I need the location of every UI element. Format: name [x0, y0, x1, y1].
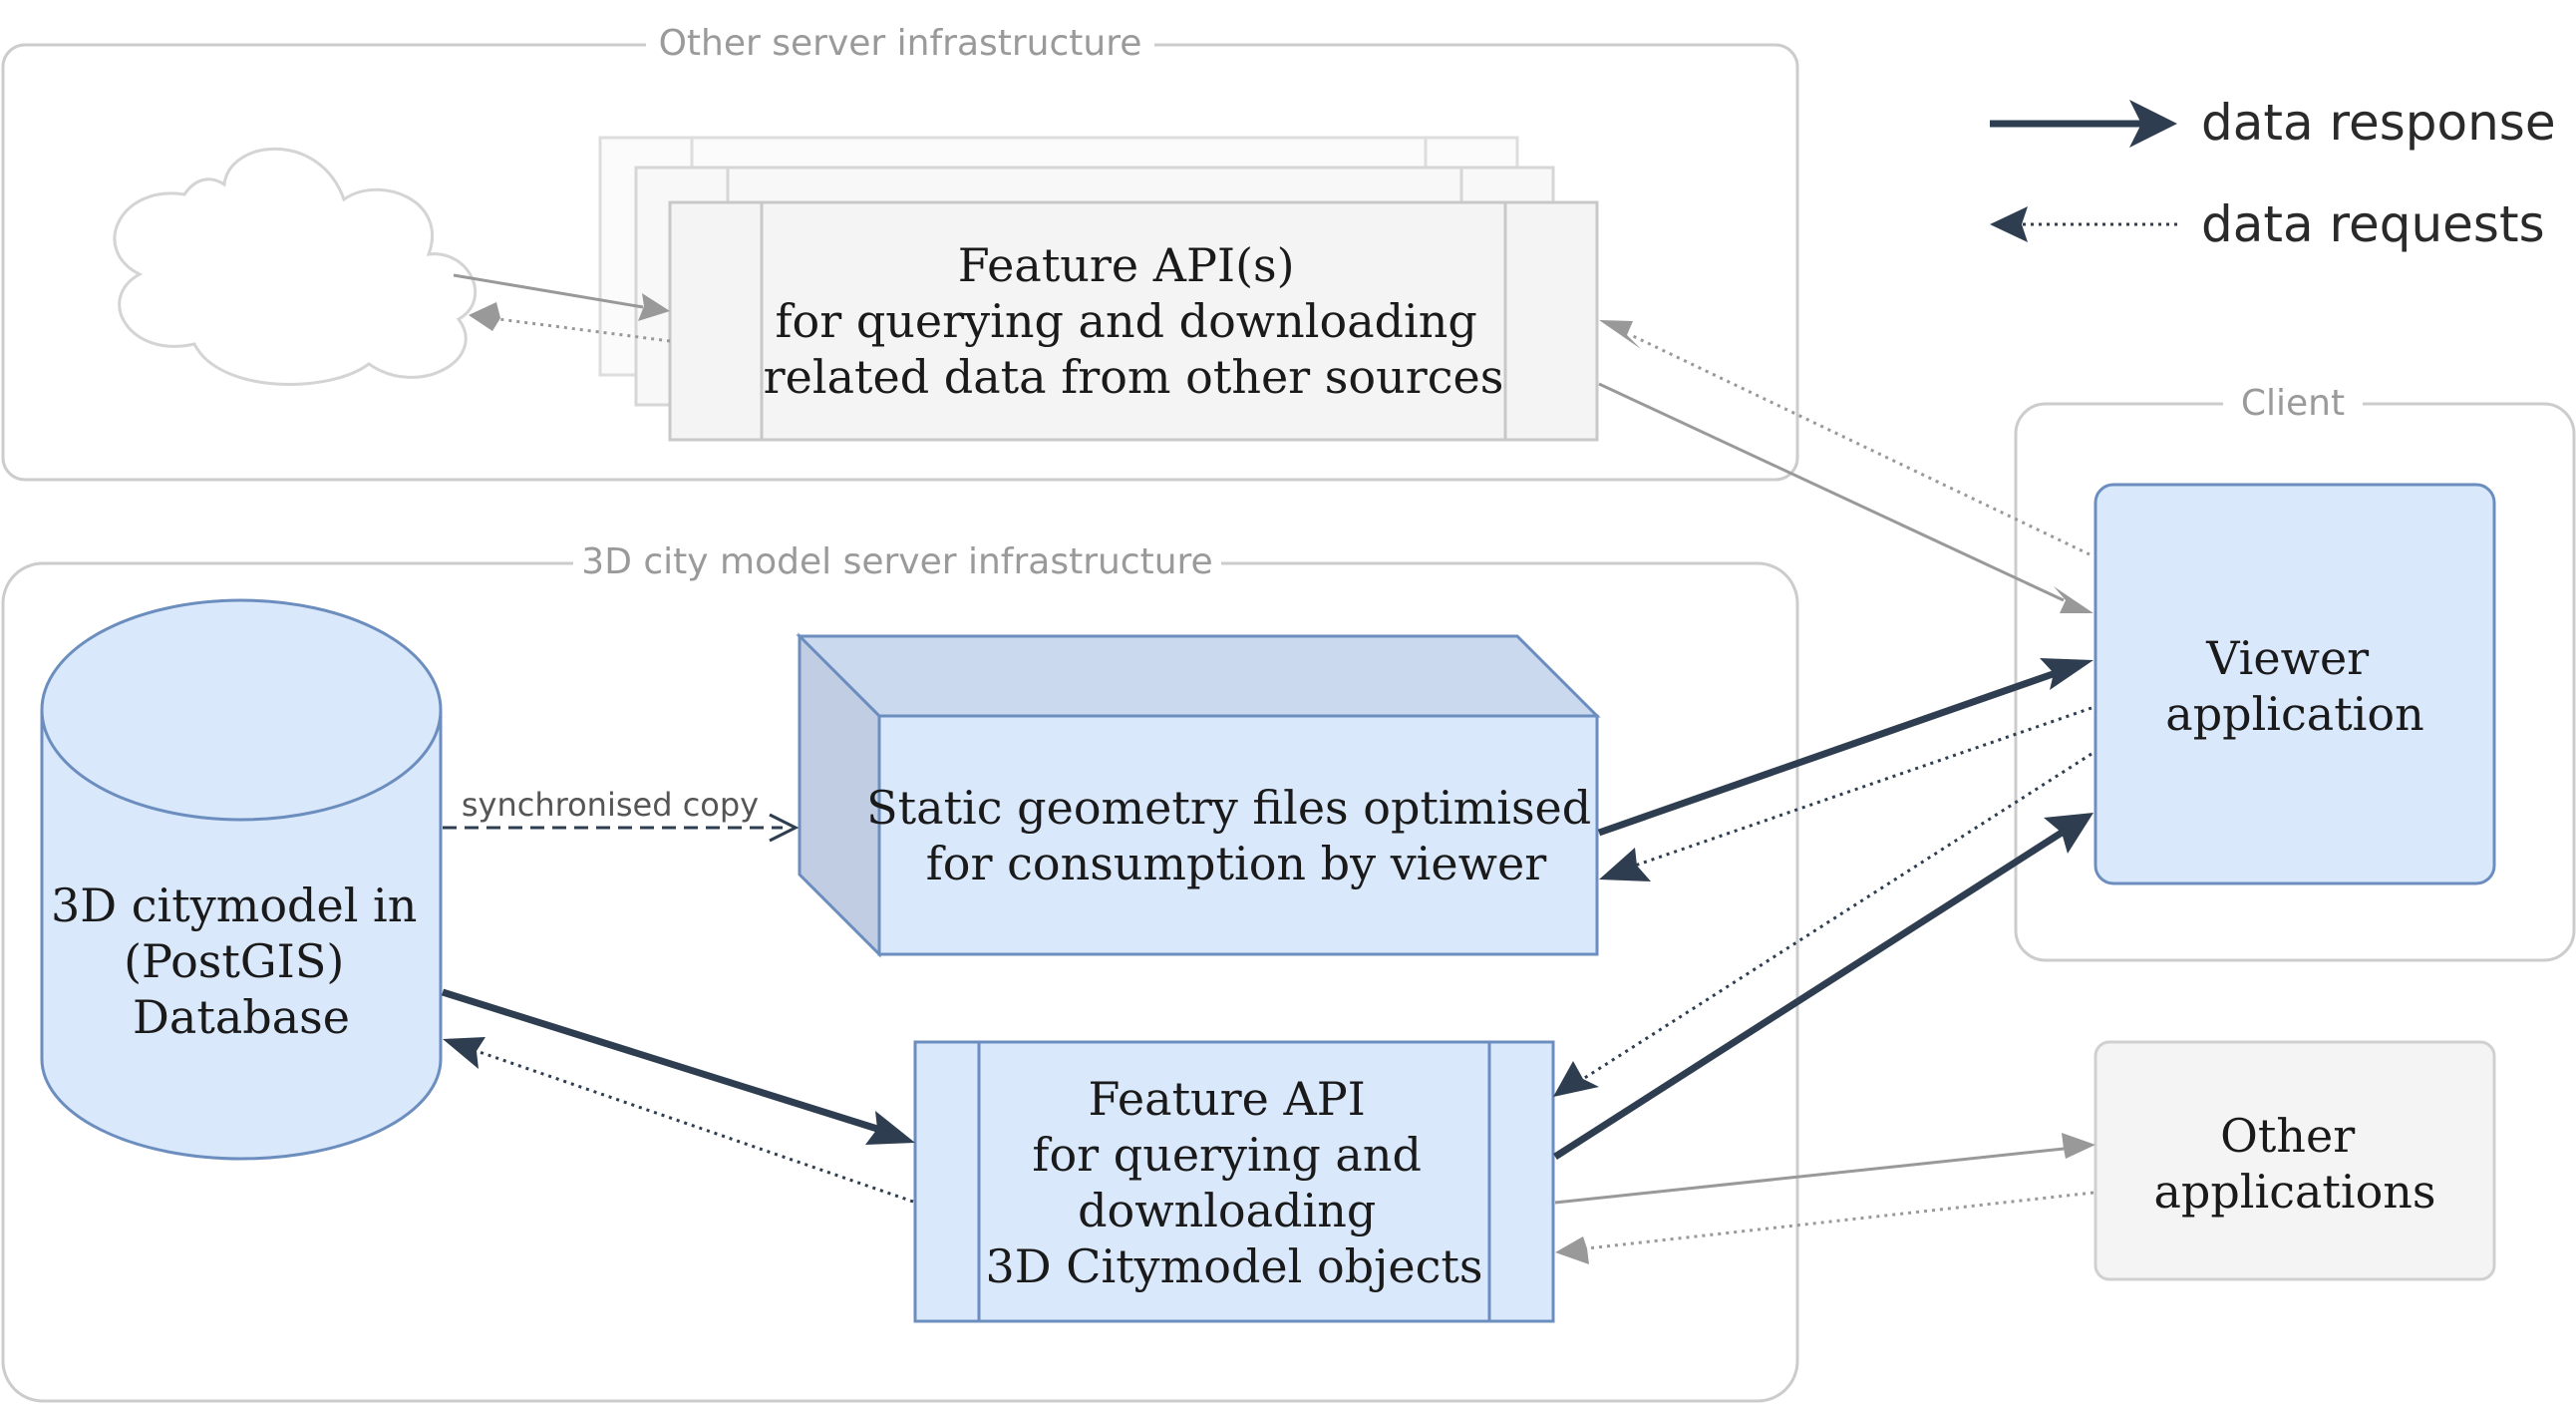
- group-city-model-infrastructure: 3D city model server infrastructure: [1, 538, 1799, 1403]
- legend-label-requests: data requests: [2201, 195, 2545, 253]
- edge-viewer-to-static: [1599, 706, 2093, 881]
- other-apps-node: Other applications: [2093, 1040, 2496, 1281]
- group-label-other-infra: Other server infrastructure: [659, 23, 1142, 64]
- edge-viewer-to-other-api: [1599, 320, 2091, 556]
- cloud-icon: [113, 147, 478, 386]
- edge-other-api-to-viewer: [1598, 382, 2093, 613]
- group-label-client: Client: [2241, 383, 2345, 424]
- edge-feature-api-to-db: [443, 1037, 914, 1204]
- feature-api-label: Feature API for querying and downloading…: [986, 1072, 1483, 1293]
- group-client: Client: [2014, 381, 2576, 962]
- other-apps-label: Other applications: [2153, 1109, 2435, 1219]
- edge-feature-api-to-viewer: [1553, 813, 2093, 1160]
- legend-item-requests: data requests: [1990, 195, 2545, 253]
- database-node: 3D citymodel in (PostGIS) Database: [40, 598, 443, 1161]
- edge-static-to-viewer: [1597, 658, 2093, 837]
- edge-viewer-to-feature-api: [1553, 752, 2093, 1097]
- legend-item-response: data response: [1990, 94, 2556, 152]
- viewer-app-node: Viewer application: [2093, 483, 2496, 885]
- static-files-node: Static geometry files optimised for cons…: [796, 632, 1606, 958]
- edge-label-synchronised-copy: synchronised copy: [462, 786, 759, 824]
- static-files-label: Static geometry files optimised for cons…: [866, 781, 1606, 890]
- group-label-city-infra: 3D city model server infrastructure: [581, 541, 1212, 582]
- legend-label-response: data response: [2201, 94, 2556, 152]
- edge-other-api-to-cloud: [469, 302, 671, 343]
- legend: data response data requests: [1990, 94, 2556, 253]
- other-feature-api-label: Feature API(s) for querying and download…: [764, 238, 1504, 404]
- edge-feature-api-to-other-apps: [1554, 1133, 2095, 1205]
- edge-other-apps-to-feature-api: [1555, 1191, 2094, 1264]
- group-other-server-infrastructure: Other server infrastructure: [1, 18, 1799, 482]
- edge-cloud-to-other-api: [453, 273, 670, 321]
- feature-api-node: Feature API for querying and downloading…: [913, 1040, 1555, 1323]
- viewer-app-label: Viewer application: [2165, 631, 2423, 741]
- other-feature-api-node: Feature API(s) for querying and download…: [598, 136, 1599, 442]
- database-label: 3D citymodel in (PostGIS) Database: [51, 878, 432, 1044]
- edges: synchronised copy: [441, 273, 2095, 1264]
- edge-db-to-static: synchronised copy: [443, 786, 800, 843]
- edge-db-to-feature-api: [441, 988, 915, 1145]
